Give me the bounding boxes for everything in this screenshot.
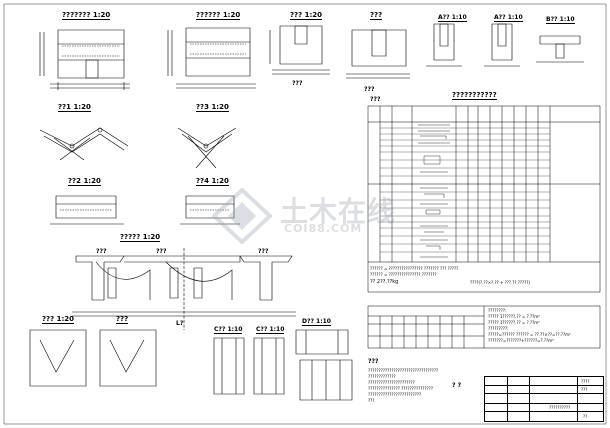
summary-title: ????????:	[488, 308, 507, 313]
watermark-sub-text: COI88.COM	[284, 222, 363, 235]
note-line: ??????????????????????	[368, 380, 415, 385]
section-axis-label: L?	[176, 320, 184, 327]
note-line: ?????????????	[368, 374, 396, 379]
view-4-drawing	[346, 30, 410, 78]
view-6-drawing	[484, 24, 520, 66]
summary-line-1: ????? 1??????.?? = ?.??m³	[488, 314, 540, 319]
rebar-footer-2: ?????? = ??????????????? ???????	[370, 272, 437, 277]
view-5-drawing	[426, 24, 462, 66]
view-4-title: ???	[370, 11, 383, 20]
rebar-footer-4: ????(?.??×?.?? + ???.?? ?????)	[470, 280, 530, 285]
view-5-title: A?? 1:10	[438, 14, 467, 22]
detail-c-title: C?? 1:10	[214, 326, 243, 334]
view-3-sub: ???	[292, 80, 303, 87]
rebar-footer-1: ?????? = ???????????????? ??????? ??? ??…	[370, 266, 459, 271]
view-1-title: ??????? 1:20	[62, 11, 111, 20]
node-4-drawing	[180, 196, 240, 224]
watermark: 土木在线 COI88.COM	[212, 188, 402, 244]
detail-b-title: ???	[116, 315, 129, 324]
section-title: ????? 1:20	[120, 233, 161, 242]
note-line: ???.	[368, 398, 376, 403]
node-4-title: ??4 1:20	[196, 177, 229, 186]
notes-block: ????????????????????????????????? ??????…	[368, 368, 438, 404]
section-label-right: ???	[258, 248, 269, 255]
view-2-title: ?????? 1:20	[196, 11, 241, 20]
view-7-title: B?? 1:10	[546, 16, 575, 24]
sheet-marks: ? ?	[452, 382, 462, 389]
note-line: ?????????????????????????	[368, 392, 422, 397]
view-3-title: ??? 1:20	[290, 11, 323, 20]
node-1-drawing	[40, 128, 128, 160]
detail-e-title: D?? 1:10	[302, 318, 331, 326]
summary-line-2: ????? 1??????.?? = ?.??m³	[488, 320, 540, 325]
detail-a-drawing	[30, 330, 156, 386]
view-4-sub-2: ???	[370, 96, 381, 103]
title-block-drawing-no: ????	[581, 379, 590, 384]
rebar-table-title: ???????????	[452, 91, 497, 100]
detail-e-drawing	[296, 330, 352, 400]
note-line: ?????????????????????????????????	[368, 368, 439, 373]
node-1-title: ??1 1:20	[58, 103, 91, 112]
node-3-drawing	[178, 128, 236, 168]
summary-line-4: ?????=?????? ?????? = ??.??×??=??.??m³	[488, 332, 571, 337]
summary-line-3: ?????????:	[488, 326, 509, 331]
view-3-drawing	[270, 26, 330, 74]
summary-line-5: ???????=???????+??????=?.??m³	[488, 338, 554, 343]
watermark-main-text: 土木在线	[280, 195, 397, 228]
section-label-left: ???	[96, 248, 107, 255]
view-6-title: A?? 1:10	[494, 14, 523, 22]
main-section-drawing	[72, 248, 296, 330]
view-4-sub: ???	[364, 86, 375, 93]
node-2-drawing	[50, 196, 124, 224]
title-block-sheet: ???	[581, 387, 588, 392]
node-3-title: ??3 1:20	[196, 103, 229, 112]
title-block: ?????????? ???? ??? ??	[484, 376, 604, 422]
sheet-border	[4, 4, 606, 424]
small-table-grid	[368, 306, 600, 348]
detail-d-title: C?? 1:10	[256, 326, 285, 334]
view-2-drawing	[168, 28, 256, 88]
view-7-drawing	[536, 36, 584, 62]
node-2-title: ??2 1:20	[68, 177, 101, 186]
section-label-mid: ???	[156, 248, 167, 255]
watermark-logo-icon	[212, 188, 272, 244]
title-block-drawing-name: ??????????	[549, 405, 571, 410]
view-1-drawing	[40, 30, 130, 90]
notes-title: ???	[368, 358, 379, 365]
detail-c-drawing	[214, 338, 284, 394]
rebar-footer-3: ?? 2??.??kg	[370, 279, 399, 285]
title-block-page: ??	[583, 414, 588, 419]
detail-a-title: ??? 1:20	[42, 315, 75, 324]
note-line: ??????????????? ???????????????	[368, 386, 433, 391]
